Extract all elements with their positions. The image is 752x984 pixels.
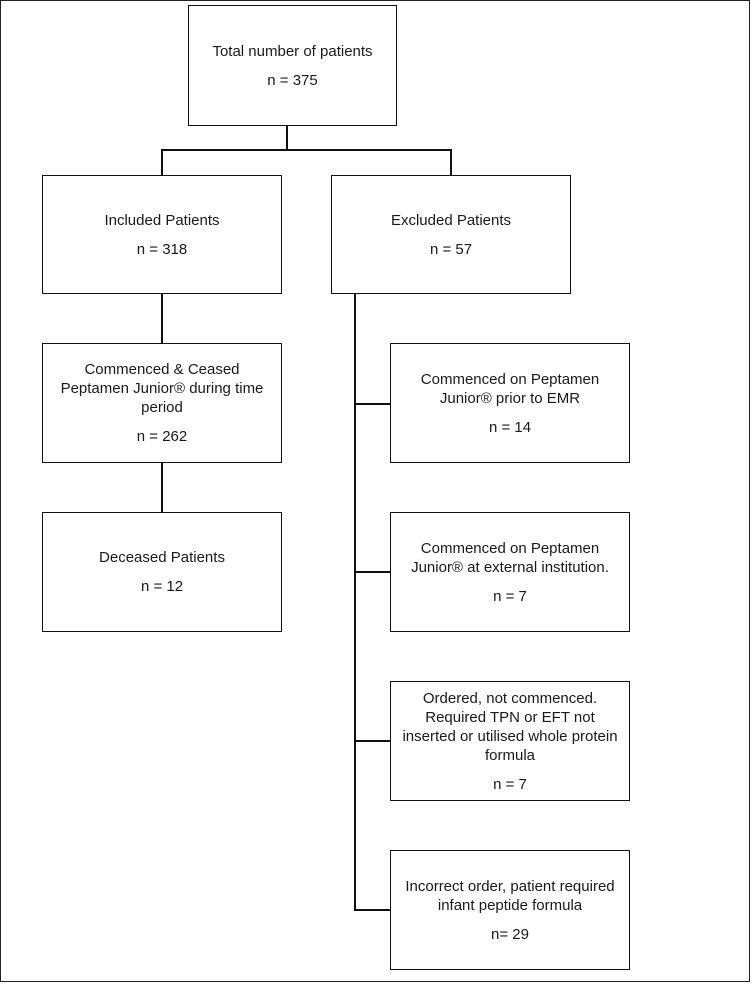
node-included-title: Included Patients — [104, 211, 220, 229]
node-external-title: Commenced on Peptamen Junior® at externa… — [411, 539, 609, 576]
node-not-commenced-title: Ordered, not commenced. Required TPN or … — [402, 689, 618, 764]
connector-branch-incorrect-order — [354, 909, 391, 911]
node-total-count: n = 375 — [267, 71, 318, 89]
node-prior-emr: Commenced on Peptamen Junior® prior to E… — [390, 343, 630, 463]
node-not-commenced-count: n = 7 — [493, 775, 527, 793]
node-incorrect-order-title: Incorrect order, patient required infant… — [405, 877, 615, 914]
node-external-institution: Commenced on Peptamen Junior® at externa… — [390, 512, 630, 632]
node-excluded-title: Excluded Patients — [390, 211, 512, 229]
node-not-commenced: Ordered, not commenced. Required TPN or … — [390, 681, 630, 801]
node-prior-emr-title: Commenced on Peptamen Junior® prior to E… — [420, 370, 600, 407]
connector-split-horizontal — [161, 149, 451, 151]
connector-included-to-commenced — [161, 293, 163, 343]
node-total-patients: Total number of patients n = 375 — [188, 5, 397, 126]
node-external-count: n = 7 — [493, 587, 527, 605]
node-commenced-ceased-count: n = 262 — [136, 428, 188, 445]
node-incorrect-order-count: n= 29 — [491, 925, 529, 943]
connector-branch-prior-emr — [354, 403, 391, 405]
connector-excluded-trunk — [354, 293, 356, 910]
node-incorrect-order: Incorrect order, patient required infant… — [390, 850, 630, 970]
node-deceased-patients: Deceased Patients n = 12 — [42, 512, 282, 632]
connector-commenced-to-deceased — [161, 462, 163, 512]
connector-to-excluded — [450, 149, 452, 175]
node-included-patients: Included Patients n = 318 — [42, 175, 282, 294]
connector-branch-external — [354, 571, 391, 573]
node-excluded-patients: Excluded Patients n = 57 — [331, 175, 571, 294]
node-prior-emr-count: n = 14 — [488, 418, 532, 436]
connector-total-down — [286, 125, 288, 150]
node-commenced-ceased-title: Commenced & Ceased Peptamen Junior® duri… — [60, 361, 264, 416]
node-excluded-count: n = 57 — [429, 240, 473, 258]
connector-to-included — [161, 149, 163, 175]
node-included-count: n = 318 — [136, 240, 188, 258]
node-total-title: Total number of patients — [212, 42, 373, 60]
connector-branch-not-commenced — [354, 740, 391, 742]
node-deceased-title: Deceased Patients — [99, 549, 225, 566]
node-commenced-ceased: Commenced & Ceased Peptamen Junior® duri… — [42, 343, 282, 463]
node-deceased-count: n = 12 — [140, 578, 184, 595]
